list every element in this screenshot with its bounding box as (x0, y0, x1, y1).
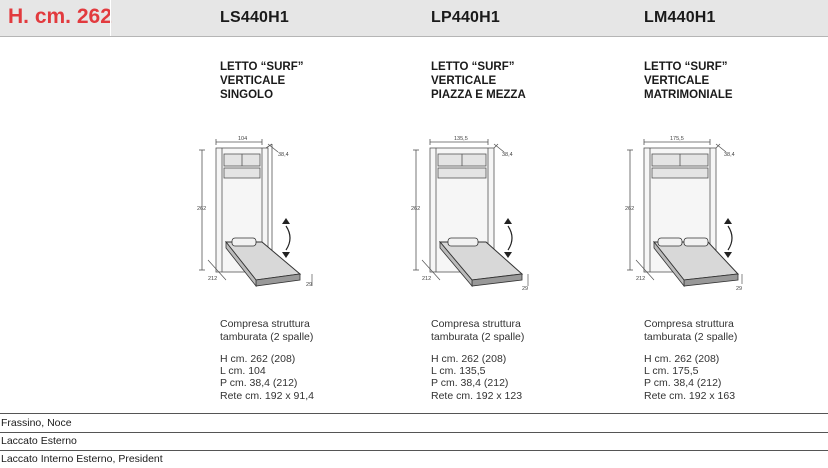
product-description-3: Compresa struttura tamburata (2 spalle) (644, 318, 737, 343)
pillow-icon (657, 237, 709, 247)
spec-line: H cm. 262 (208) (644, 353, 720, 365)
description-line: Compresa struttura (220, 318, 310, 330)
spec-line: P cm. 38,4 (212) (644, 377, 722, 390)
dim-height: 262 (625, 206, 634, 212)
row-divider (0, 413, 828, 414)
header-divider (0, 36, 828, 37)
title-line: SINGOLO (220, 89, 274, 101)
finish-row-3: Laccato Interno Esterno, President (1, 453, 163, 465)
height-label: H. cm. 262 (8, 5, 112, 28)
spec-line: P cm. 38,4 (212) (220, 377, 298, 390)
spec-line: H cm. 262 (208) (220, 353, 296, 365)
title-line: LETTO “SURF” (431, 61, 515, 73)
bed-frame (652, 240, 740, 288)
dim-width: 175,5 (670, 136, 684, 142)
row-divider (0, 432, 828, 433)
spec-line: P cm. 38,4 (212) (431, 377, 509, 390)
spec-line: L cm. 135,5 (431, 365, 486, 378)
dim-bed-length: 212 (422, 276, 431, 282)
title-line: VERTICALE (220, 75, 286, 87)
spec-line: Rete cm. 192 x 163 (644, 389, 736, 402)
title-line: VERTICALE (644, 75, 710, 87)
rotation-arrow-icon (285, 225, 291, 251)
title-line: MATRIMONIALE (644, 89, 733, 101)
bed-diagram-2: 135,5 38,4 262 212 29 (411, 136, 529, 292)
dim-base: 29 (306, 282, 312, 288)
title-line: PIAZZA E MEZZA (431, 89, 526, 101)
model-code-3: LM440H1 (644, 9, 716, 26)
spec-line: L cm. 104 (220, 365, 266, 378)
title-line: VERTICALE (431, 75, 497, 87)
description-line: tamburata (2 spalle) (644, 330, 738, 343)
description-line: Compresa struttura (431, 318, 521, 330)
description-line: tamburata (2 spalle) (220, 330, 314, 343)
header-separator (110, 0, 111, 36)
dim-height: 262 (197, 206, 206, 212)
product-description-2: Compresa struttura tamburata (2 spalle) (431, 318, 524, 343)
description-line: tamburata (2 spalle) (431, 330, 525, 343)
spec-line: L cm. 175,5 (644, 365, 699, 378)
dim-width: 135,5 (454, 136, 468, 142)
dim-bed-length: 212 (208, 276, 217, 282)
bed-diagram-1: 104 38,4 262 212 29 (197, 136, 313, 288)
dim-depth: 38,4 (278, 152, 289, 158)
finish-row-2: Laccato Esterno (1, 435, 77, 447)
product-specs-3: H cm. 262 (208) L cm. 175,5 P cm. 38,4 (… (644, 353, 735, 402)
model-code-1: LS440H1 (220, 9, 289, 26)
header-codes-band (111, 0, 828, 36)
product-description-1: Compresa struttura tamburata (2 spalle) (220, 318, 313, 343)
dim-base: 29 (736, 286, 742, 292)
rotation-arrow-icon (727, 225, 733, 251)
product-specs-2: H cm. 262 (208) L cm. 135,5 P cm. 38,4 (… (431, 353, 522, 402)
bed-frame (224, 240, 302, 288)
row-divider (0, 450, 828, 451)
bed-diagram-3: 175,5 38,4 262 212 29 (625, 136, 743, 292)
dim-width: 104 (238, 136, 247, 142)
model-code-2: LP440H1 (431, 9, 500, 26)
description-line: Compresa struttura (644, 318, 734, 330)
spec-line: Rete cm. 192 x 123 (431, 389, 523, 402)
product-title-2: LETTO “SURF” VERTICALE PIAZZA E MEZZA (431, 60, 631, 102)
bed-frame (438, 240, 524, 288)
spec-line: Rete cm. 192 x 91,4 (220, 389, 314, 402)
header-height-cell (0, 0, 110, 36)
dim-depth: 38,4 (724, 152, 735, 158)
product-title-1: LETTO “SURF” VERTICALE SINGOLO (220, 60, 420, 102)
product-specs-1: H cm. 262 (208) L cm. 104 P cm. 38,4 (21… (220, 353, 314, 402)
rotation-arrow-icon (507, 225, 513, 251)
spec-line: H cm. 262 (208) (431, 353, 507, 365)
title-line: LETTO “SURF” (220, 61, 304, 73)
dim-base: 29 (522, 286, 528, 292)
dim-height: 262 (411, 206, 420, 212)
title-line: LETTO “SURF” (644, 61, 728, 73)
dim-bed-length: 212 (636, 276, 645, 282)
product-title-3: LETTO “SURF” VERTICALE MATRIMONIALE (644, 60, 828, 102)
header: H. cm. 262 LS440H1 LP440H1 LM440H1 (0, 0, 828, 36)
pillow-icon (447, 237, 479, 247)
pillow-icon (231, 237, 257, 247)
dim-depth: 38,4 (502, 152, 513, 158)
finish-row-1: Frassino, Noce (1, 417, 72, 429)
